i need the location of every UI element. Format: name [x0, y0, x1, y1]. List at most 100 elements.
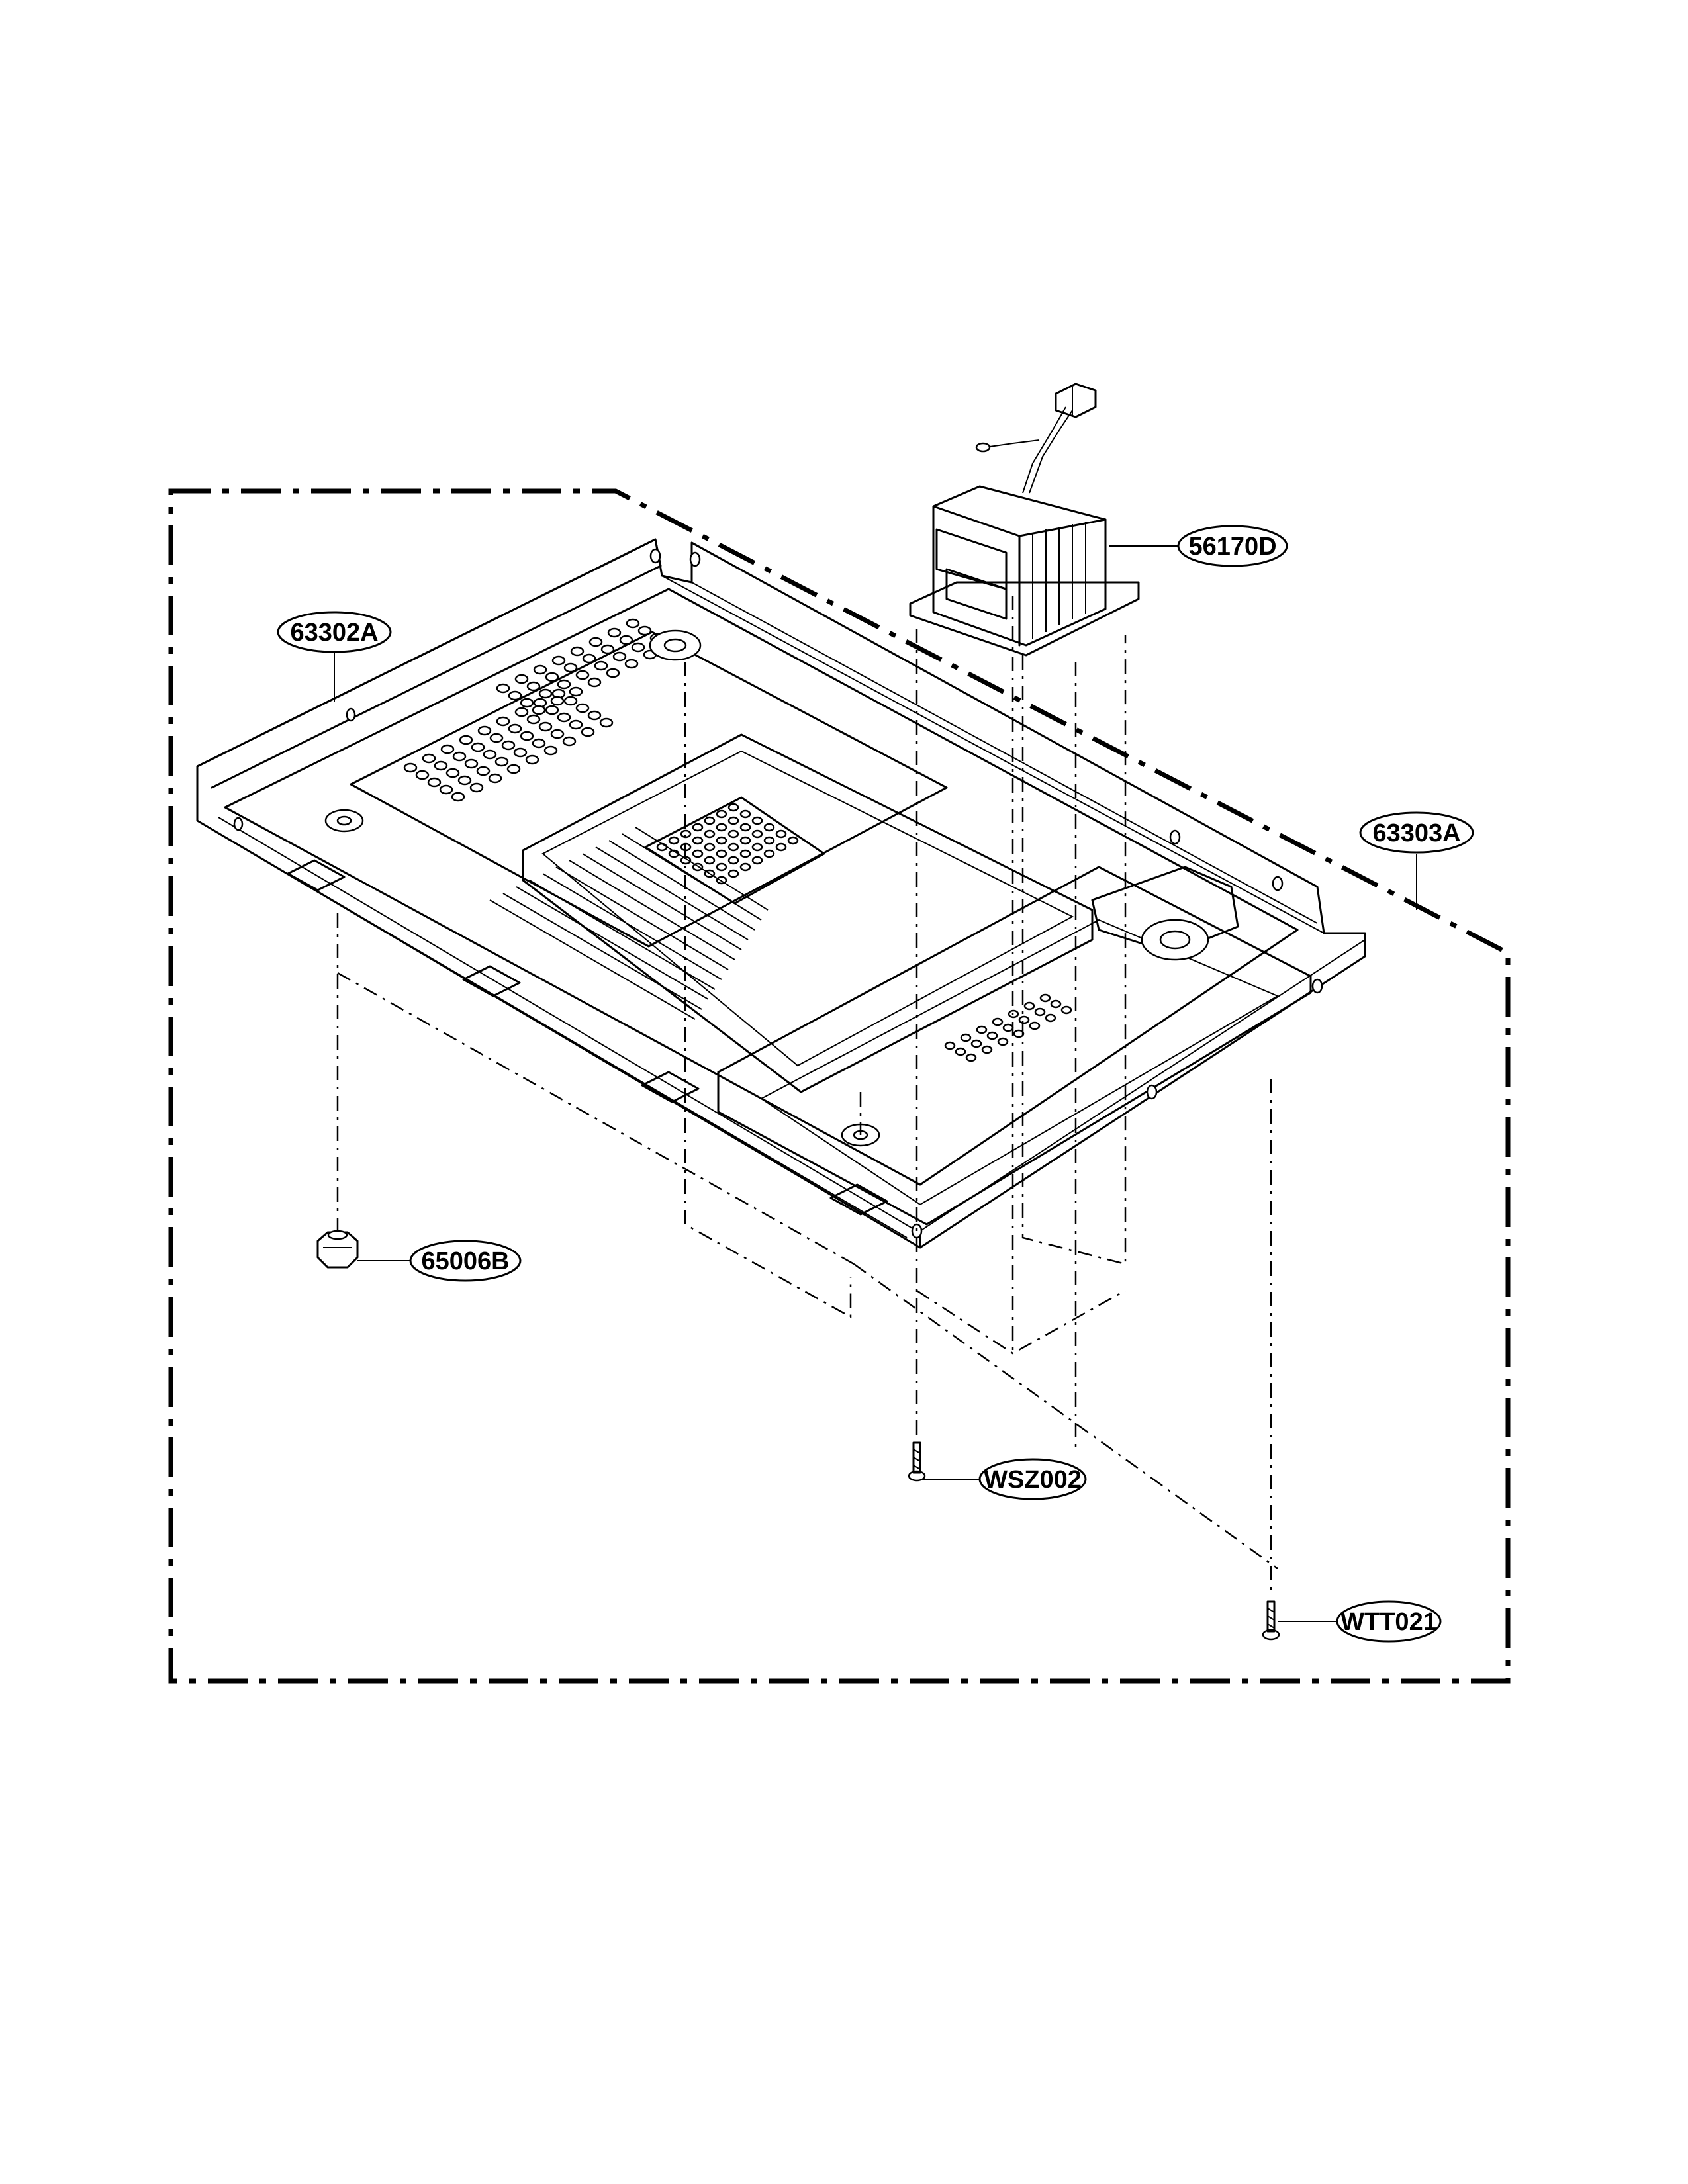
callout-label: 63302A	[290, 619, 378, 647]
vent-hole	[440, 744, 455, 754]
vent-hole	[716, 809, 727, 819]
vent-hole	[1023, 1001, 1035, 1011]
vent-hole	[727, 842, 739, 852]
vent-hole	[787, 836, 799, 845]
vent-hole	[496, 683, 510, 694]
vent-hole	[575, 703, 590, 713]
plate-holes	[233, 548, 1323, 1239]
callout-label: 63303A	[1372, 819, 1460, 847]
vent-hole	[587, 677, 602, 688]
vent-hole	[545, 705, 559, 715]
vent-hole	[562, 736, 577, 747]
vent-hole	[970, 1039, 982, 1048]
vent-hole	[751, 856, 763, 865]
callout-WTT021: WTT021	[1278, 1600, 1442, 1643]
vent-hole	[704, 842, 716, 852]
vent-hole	[525, 754, 539, 765]
vent-hole	[612, 651, 627, 662]
vent-hole	[600, 644, 615, 655]
vent-hole	[501, 740, 516, 751]
vent-hole	[751, 816, 763, 825]
vent-hole	[944, 1041, 956, 1050]
callout-56170D: 56170D	[1109, 525, 1288, 567]
callout-WSZ002: WSZ002	[923, 1458, 1087, 1500]
vent-hole	[992, 1017, 1004, 1026]
vent-hole	[716, 849, 727, 858]
vent-hole	[739, 836, 751, 845]
vent-hole	[434, 760, 448, 771]
vent-hole	[488, 773, 502, 784]
vent-hole	[1029, 1021, 1041, 1030]
vent-hole	[1039, 993, 1051, 1003]
callout-label: 56170D	[1188, 533, 1276, 561]
vent-hole	[716, 862, 727, 872]
vent-hole	[960, 1033, 972, 1042]
vent-hole	[570, 646, 585, 657]
vent-hole	[739, 809, 751, 819]
vent-hole	[506, 764, 521, 774]
callout-label: 65006B	[421, 1248, 509, 1275]
vent-hole	[582, 653, 596, 664]
vent-hole	[494, 756, 509, 767]
vent-hole	[1002, 1023, 1014, 1032]
vent-hole	[976, 1025, 988, 1034]
vent-hole	[763, 849, 775, 858]
vent-hole	[739, 862, 751, 872]
vent-hole	[508, 723, 522, 734]
vent-hole	[727, 869, 739, 878]
vent-hole	[538, 721, 553, 732]
vent-hole	[727, 803, 739, 812]
vent-hole	[543, 745, 558, 756]
vent-hole	[626, 618, 640, 629]
callout-label: WSZ002	[984, 1466, 1082, 1494]
callout-63303A: 63303A	[1359, 811, 1474, 910]
vent-hole	[656, 842, 668, 852]
vent-hole	[403, 762, 418, 773]
vent-hole	[955, 1047, 966, 1056]
vent-hole	[986, 1031, 998, 1040]
vent-hole	[520, 731, 534, 741]
transformer	[909, 383, 1140, 657]
vent-hole	[704, 856, 716, 865]
mount-tabs	[287, 859, 888, 1216]
vent-hole	[751, 829, 763, 839]
screw-wtt021	[1262, 1600, 1280, 1641]
vent-hole	[526, 714, 541, 725]
vent-hole	[606, 668, 620, 678]
vent-hole	[727, 816, 739, 825]
vent-hole	[526, 681, 541, 692]
vent-hole	[520, 698, 534, 708]
vent-hole	[445, 768, 460, 778]
vent-hole	[569, 719, 583, 730]
assembly-boundary	[168, 488, 1511, 1684]
vent-hole	[459, 735, 473, 745]
vent-hole	[727, 856, 739, 865]
vent-hole	[1060, 1005, 1072, 1015]
vent-hole	[545, 672, 559, 682]
vent-hole	[637, 625, 652, 636]
vent-hole	[557, 712, 571, 723]
vent-hole	[550, 696, 565, 706]
vent-hole	[739, 849, 751, 858]
vent-hole	[563, 662, 578, 673]
vent-hole	[581, 727, 595, 737]
vent-hole	[775, 842, 787, 852]
vent-hole	[451, 792, 465, 802]
vent-hole	[532, 738, 546, 749]
vent-hole	[514, 707, 529, 717]
vent-hole	[452, 751, 467, 762]
vent-hole	[587, 710, 602, 721]
foot-cap	[316, 1230, 359, 1269]
vent-hole	[575, 670, 590, 680]
vent-hole	[624, 659, 639, 669]
vent-hole	[607, 627, 622, 638]
vent-hole	[551, 655, 566, 666]
vent-hole	[727, 829, 739, 839]
vent-hole	[619, 635, 633, 645]
vent-hole	[751, 842, 763, 852]
vent-hole	[981, 1045, 993, 1054]
vent-hole	[716, 836, 727, 845]
vent-hole	[668, 836, 680, 845]
vent-hole	[471, 742, 485, 752]
